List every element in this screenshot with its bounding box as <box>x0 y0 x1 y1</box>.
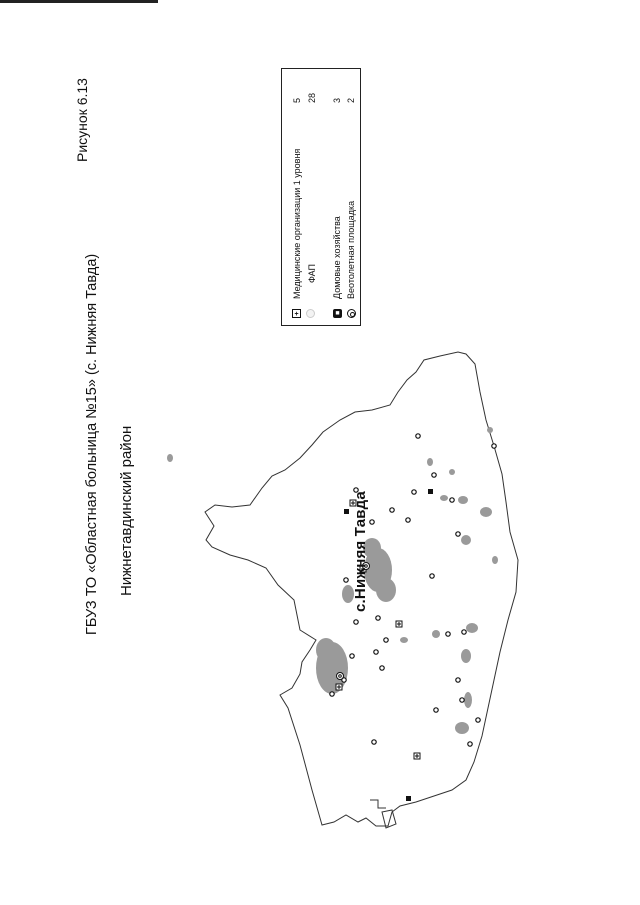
medical-cross-icon: + <box>292 309 301 318</box>
fap-marker <box>461 629 467 635</box>
household-icon: ■ <box>333 309 342 318</box>
fap-marker <box>349 653 355 659</box>
legend-label: Веотолетная площадка <box>346 200 356 299</box>
fap-marker <box>373 649 379 655</box>
town-label: с.Нижняя Тавда <box>352 491 369 612</box>
fap-marker <box>405 517 411 523</box>
settlement-area <box>461 649 471 663</box>
top-rule <box>0 0 158 3</box>
settlement-area <box>455 722 469 734</box>
fap-marker <box>383 637 389 643</box>
fap-marker <box>429 573 435 579</box>
medical-org-marker <box>413 752 421 760</box>
settlement-area <box>316 638 336 662</box>
fap-marker <box>369 519 375 525</box>
fap-marker <box>455 531 461 537</box>
fap-marker <box>431 472 437 478</box>
fap-marker <box>491 443 497 449</box>
legend-label: Домовые хозяйства <box>332 216 342 299</box>
settlement-area <box>492 556 498 564</box>
fap-marker <box>433 707 439 713</box>
settlement-area <box>400 637 408 643</box>
legend-count: 5 <box>292 97 302 103</box>
fap-marker <box>375 615 381 621</box>
fap-marker <box>353 619 359 625</box>
fap-dot-icon <box>306 309 315 318</box>
settlement-area <box>167 454 173 462</box>
helipad-marker <box>338 674 342 678</box>
fap-marker <box>455 677 461 683</box>
settlement-area <box>464 692 472 708</box>
household-marker <box>406 796 411 801</box>
fap-markers <box>329 433 497 747</box>
settlement-area <box>342 585 354 603</box>
fap-marker <box>343 577 349 583</box>
fap-marker <box>329 691 335 697</box>
settlement-area <box>440 495 448 501</box>
settlement-area <box>458 496 468 504</box>
fap-marker <box>341 677 347 683</box>
fap-marker <box>445 631 451 637</box>
settlement-area <box>427 458 433 466</box>
settlement-area <box>461 535 471 545</box>
fap-marker <box>467 741 473 747</box>
legend-count: 3 <box>332 97 342 103</box>
fap-marker <box>449 497 455 503</box>
household-marker <box>344 509 349 514</box>
helipad-markers <box>336 562 370 680</box>
medical-org-marker <box>335 683 343 691</box>
settlement-area <box>480 507 492 517</box>
medical-org-marker <box>349 499 357 507</box>
legend-count: 28 <box>307 92 317 103</box>
helipad-marker <box>364 564 368 568</box>
medical-org-marker <box>395 620 403 628</box>
fap-marker <box>389 507 395 513</box>
settlement-area <box>487 427 493 433</box>
fap-marker <box>475 717 481 723</box>
fap-marker <box>353 487 359 493</box>
fap-marker <box>411 489 417 495</box>
medical-org-markers <box>335 499 421 760</box>
settlement-area <box>449 469 455 475</box>
settlement-area <box>376 578 396 602</box>
legend-label: Медицинские организации 1 уровня <box>292 148 302 299</box>
settlement-area <box>363 538 381 558</box>
household-markers <box>344 489 433 801</box>
settlement-area <box>466 623 478 633</box>
district-boundary-notch <box>381 809 397 829</box>
district-boundary <box>204 351 519 827</box>
fap-marker <box>415 433 421 439</box>
legend-label: ФАП <box>307 263 317 283</box>
settlement-area <box>432 630 440 638</box>
settlement-areas <box>167 427 498 734</box>
household-marker <box>428 489 433 494</box>
legend-count: 2 <box>346 97 356 103</box>
district-boundary-step <box>370 799 386 809</box>
helipad-icon <box>347 309 356 318</box>
fap-marker <box>379 665 385 671</box>
fap-marker <box>459 697 465 703</box>
fap-marker <box>371 739 377 745</box>
map-legend: + Медицинские организации 1 уровня 5 ФАП… <box>281 68 361 326</box>
